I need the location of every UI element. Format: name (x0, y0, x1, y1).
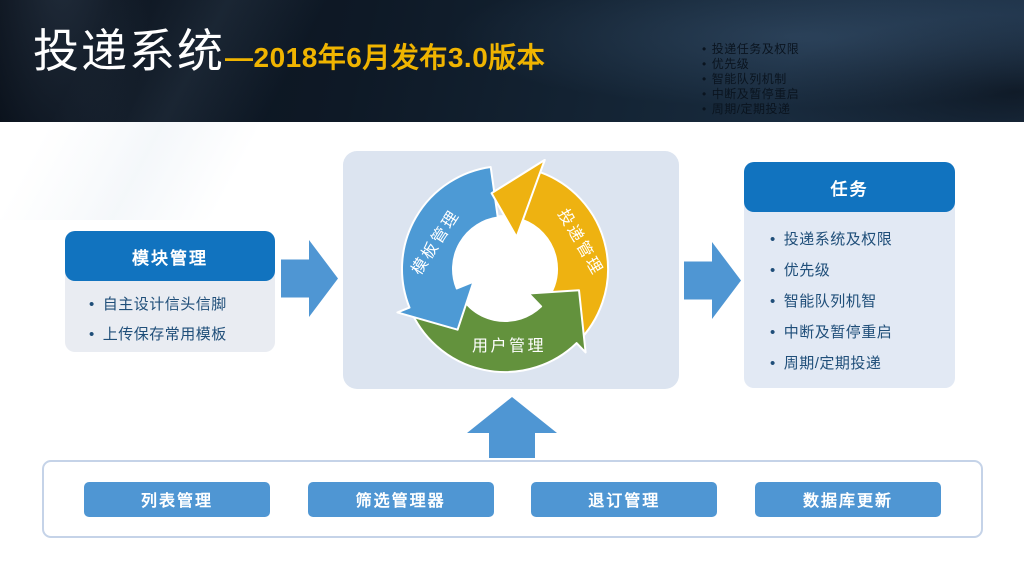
filter-manager-button[interactable]: 筛选管理器 (307, 481, 494, 517)
tasks-body: 投递系统及权限 优先级 智能队列机智 中断及暂停重启 周期/定期投递 (744, 212, 955, 379)
module-management-list: 自主设计信头信脚 上传保存常用模板 (65, 281, 275, 350)
database-update-button[interactable]: 数据库更新 (754, 481, 941, 517)
list-item: 智能队列机智 (770, 286, 947, 317)
header-band: 投递系统 —2018年6月发布3.0版本 投递任务及权限 优先级 智能队列机制 … (0, 0, 1024, 220)
list-item: 上传保存常用模板 (89, 320, 267, 350)
cycle-diagram: 模板管理 投递管理 用户管理 (396, 159, 610, 373)
list-item: 自主设计信头信脚 (89, 290, 267, 320)
cycle-arrow-templates (396, 166, 499, 331)
cycle-arrowhead-delivery (490, 159, 546, 238)
module-management-panel: 模块管理 自主设计信头信脚 上传保存常用模板 (65, 231, 275, 352)
right-arrow-icon (684, 242, 741, 319)
cycle-diagram-container: 模板管理 投递管理 用户管理 (343, 151, 679, 389)
module-management-header: 模块管理 (65, 231, 275, 281)
cycle-label-users: 用户管理 (472, 337, 546, 355)
watermark-item: 智能队列机制 (702, 72, 799, 87)
header-watermark-list: 投递任务及权限 优先级 智能队列机制 中断及暂停重启 周期/定期投递 (702, 42, 799, 117)
up-arrow-icon (466, 397, 558, 458)
unsubscribe-management-button[interactable]: 退订管理 (531, 481, 718, 517)
page-subtitle: —2018年6月发布3.0版本 (225, 42, 546, 73)
watermark-item: 投递任务及权限 (702, 42, 799, 57)
list-item: 优先级 (770, 255, 947, 286)
title-row: 投递系统 —2018年6月发布3.0版本 (33, 22, 545, 82)
watermark-item: 优先级 (702, 57, 799, 72)
list-item: 周期/定期投递 (770, 348, 947, 379)
right-arrow-icon (281, 240, 338, 317)
tasks-header: 任务 (744, 162, 955, 212)
tasks-panel: 任务 投递系统及权限 优先级 智能队列机智 中断及暂停重启 周期/定期投递 (744, 162, 955, 388)
page-title: 投递系统 (33, 25, 225, 77)
watermark-item: 中断及暂停重启 (702, 87, 799, 102)
bottom-toolbar: 列表管理 筛选管理器 退订管理 数据库更新 (42, 460, 983, 538)
module-management-body: 自主设计信头信脚 上传保存常用模板 (65, 281, 275, 350)
list-item: 投递系统及权限 (770, 224, 947, 255)
tasks-list: 投递系统及权限 优先级 智能队列机智 中断及暂停重启 周期/定期投递 (744, 212, 955, 379)
list-item: 中断及暂停重启 (770, 317, 947, 348)
list-management-button[interactable]: 列表管理 (84, 481, 270, 517)
watermark-item: 周期/定期投递 (702, 102, 799, 117)
